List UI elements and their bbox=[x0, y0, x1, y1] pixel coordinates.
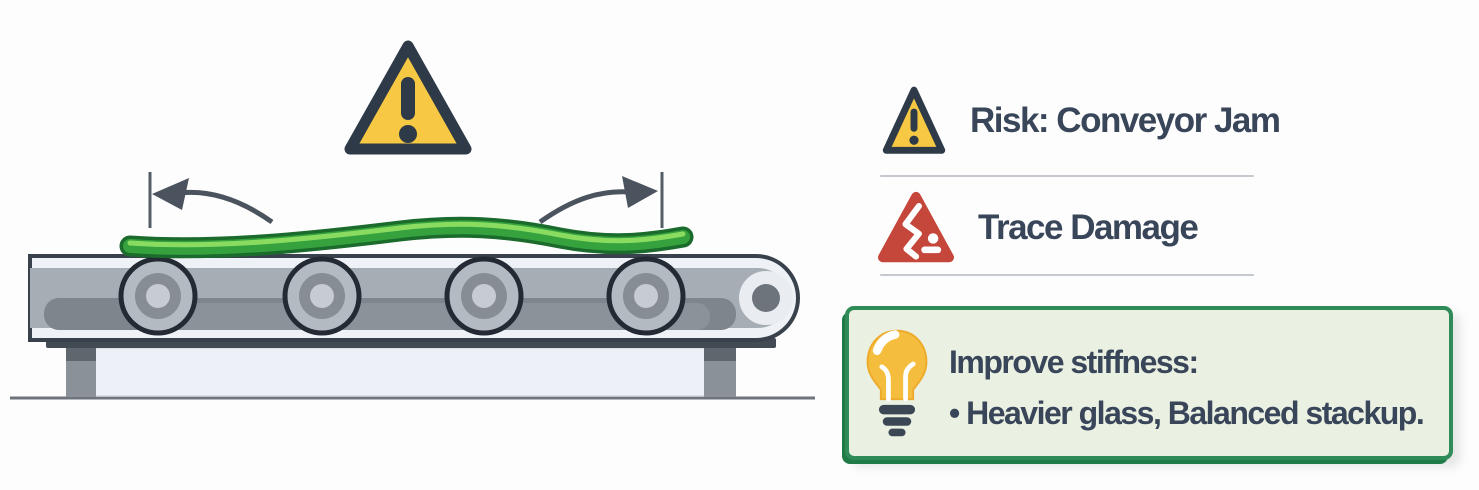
roller bbox=[118, 256, 198, 336]
conveyor-belt bbox=[28, 254, 800, 342]
divider bbox=[880, 175, 1254, 177]
roller bbox=[444, 256, 524, 336]
deflection-arrow-left bbox=[152, 178, 274, 225]
conveyor-platform bbox=[93, 347, 707, 397]
deflection-arrow-right bbox=[538, 176, 658, 225]
warning-triangle-icon bbox=[882, 86, 946, 154]
tip-bullet-item: • Heavier glass, Balanced stackup. bbox=[949, 395, 1425, 431]
trace-damage-row: Trace Damage bbox=[878, 188, 1199, 268]
conveyor-illustration bbox=[10, 40, 815, 400]
tip-title: Improve stiffness: bbox=[949, 344, 1199, 380]
pcb-board bbox=[119, 216, 694, 259]
conveyor-leg-left bbox=[66, 347, 96, 397]
warning-triangle-icon bbox=[344, 40, 472, 155]
conveyor-leg-right bbox=[704, 347, 736, 397]
risk-label: Risk: Conveyor Jam bbox=[970, 101, 1281, 140]
end-roller bbox=[739, 271, 793, 325]
lightbulb-icon bbox=[866, 329, 928, 437]
roller bbox=[282, 256, 362, 336]
roller bbox=[606, 256, 686, 336]
conveyor-rollers bbox=[118, 256, 686, 336]
trace-damage-label: Trace Damage bbox=[978, 208, 1199, 247]
tip-box: Improve stiffness: • Heavier glass, Bala… bbox=[845, 306, 1453, 460]
risk-row: Risk: Conveyor Jam bbox=[882, 80, 1281, 162]
trace-damage-icon bbox=[878, 191, 954, 263]
divider bbox=[880, 274, 1254, 276]
tip-text: Improve stiffness: • Heavier glass, Bala… bbox=[949, 344, 1425, 432]
